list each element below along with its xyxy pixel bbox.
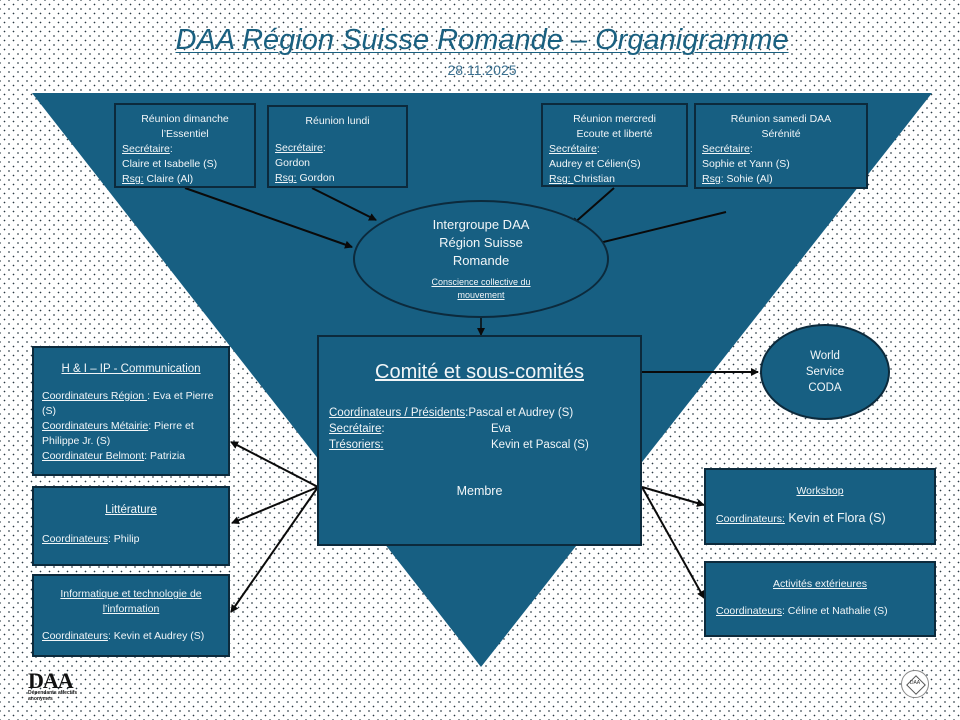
rsg-value: : Sohie (Al) [720,173,773,185]
logo-subtitle-line2: anonymes [28,696,53,702]
subcommittee-entry: Coordinateurs: Céline et Nathalie (S) [714,604,926,619]
subcommittee-entry: Coordinateurs Métairie: Pierre et Philip… [42,419,220,449]
comite-row-secretaire: Secrétaire: Eva [329,421,630,437]
intergroupe-node[interactable]: Intergroupe DAA Région Suisse Romande Co… [353,200,609,318]
subcommittee-entry: Coordinateur Belmont: Patrizia [42,449,220,464]
meeting-box-dimanche[interactable]: Réunion dimanche l’Essentiel Secrétaire:… [114,103,256,188]
comite-membre: Membre [456,484,503,498]
comite-row-coordinateurs: Coordinateurs / Présidents : Pascal et A… [329,405,630,421]
subcommittee-informatique[interactable]: Informatique et technologie de l’informa… [32,574,230,657]
comite-title: Comité et sous-comités [375,361,584,383]
secretaire-value: Claire et Isabelle (S) [122,158,218,170]
subcommittee-hi-ip-communication[interactable]: H & I – IP - Communication Coordinateurs… [32,346,230,476]
intergroupe-line2: Région Suisse [439,235,523,250]
meeting-box-lundi[interactable]: Réunion lundi Secrétaire: Gordon Rsg: Go… [267,105,408,188]
intergroupe-line1: Intergroupe DAA [432,217,530,232]
subcommittee-entry: Coordinateurs: Kevin et Audrey (S) [42,629,220,644]
secretaire-label: Secrétaire [275,142,323,154]
world-service-line3: CODA [808,382,842,394]
secretaire-label: Secrétaire [702,143,750,155]
subcommittee-title: Informatique et technologie de l’informa… [60,588,202,615]
comite-row-label: Secrétaire [329,423,382,435]
comite-box[interactable]: Comité et sous-comités Coordinateurs / P… [317,335,642,546]
comite-row-sep: : [381,423,385,435]
meeting-title: Réunion mercredi [573,113,656,125]
world-service-node[interactable]: World Service CODA [760,324,890,420]
entry-value: : Kevin et Audrey (S) [107,630,205,642]
meeting-subtitle: Sérénité [761,128,801,140]
entry-label: Coordinateurs [42,630,108,642]
world-service-line2: Service [805,366,845,378]
subcommittee-workshop[interactable]: Workshop Coordinateurs: Kevin et Flora (… [704,468,936,545]
comite-row-sep: : [465,407,469,419]
subcommittee-title: H & I – IP - Communication [61,363,201,375]
entry-label: Coordinateurs Métairie [42,420,149,432]
entry-label: Coordinateurs [716,605,782,617]
arrow-mercredi-to-intergroupe [571,187,615,226]
meeting-title: Réunion dimanche [141,113,229,125]
arrow-comite-to-informatique [230,486,319,613]
subcommittee-title: Workshop [796,485,844,497]
rsg-label: Rsg: [549,173,574,185]
entry-value: : Patrizia [144,450,185,462]
entry-value: : Philip [107,533,140,545]
comite-row-label: Trésoriers: [329,439,384,451]
meeting-subtitle: l’Essentiel [161,128,209,140]
secretaire-value: Sophie et Yann (S) [702,158,790,170]
meeting-box-samedi[interactable]: Réunion samedi DAA Sérénité Secrétaire : … [694,103,868,189]
page-title: DAA Région Suisse Romande – Organigramme [175,24,789,56]
rsg-label: Rsg [702,173,721,185]
secretaire-label: Secrétaire [122,143,170,155]
rsg-label: Rsg: [122,173,144,185]
rsg-value: Claire (Al) [143,173,194,185]
secretaire-value: Gordon [275,157,311,169]
arrow-comite-to-workshop [641,486,705,507]
subcommittee-entry: Coordinateurs Région : Eva et Pierre (S) [42,389,220,419]
meeting-box-mercredi[interactable]: Réunion mercredi Ecoute et liberté Secré… [541,103,688,187]
intergroupe-subtitle-line1: Conscience collective du [431,277,531,287]
seal-icon: DAA [901,670,929,698]
logo-subtitle-line1: Dépendants affectifs [28,690,78,696]
rsg-value: Gordon [296,172,335,184]
entry-label: Coordinateurs: [716,513,785,525]
page-date: 28.11.2025 [447,62,517,78]
arrow-lundi-to-intergroupe [311,187,377,221]
world-service-line1: World [810,350,840,362]
comite-row-value: Eva [491,423,511,435]
meeting-title: Réunion samedi DAA [730,113,832,125]
subcommittee-title: Littérature [105,504,157,516]
arrow-dimanche-to-intergroupe [184,187,353,249]
entry-value: Kevin et Flora (S) [784,511,886,525]
rsg-label: Rsg: [275,172,297,184]
intergroupe-subtitle-line2: mouvement [457,290,505,300]
comite-row-tresoriers: Trésoriers: Kevin et Pascal (S) [329,437,630,453]
secretaire-value: Audrey et Célien(S) [549,158,641,170]
arrow-comite-to-litterature [231,486,319,524]
daa-logo-subtitle: Dépendants affectifs anonymes [28,690,77,702]
intergroupe-line3: Romande [452,253,510,268]
arrow-comite-to-activites [641,486,705,599]
meeting-title: Réunion lundi [305,115,370,127]
daa-logo: DAA [28,668,74,693]
entry-value: : Pierre et Philippe Jr. (S) [42,420,194,447]
rsg-value: Christian [573,173,615,185]
subcommittee-entry: Coordinateurs: Kevin et Flora (S) [714,511,926,527]
meeting-subtitle: Ecoute et liberté [576,128,653,140]
entry-value: : Céline et Nathalie (S) [781,605,888,617]
subcommittee-title: Activités extérieures [773,578,867,590]
entry-label: Coordinateur Belmont [42,450,145,462]
arrow-comite-to-hi-ip [230,441,319,488]
arrow-samedi-to-intergroupe [586,211,727,249]
subcommittee-activites-exterieures[interactable]: Activités extérieures Coordinateurs: Cél… [704,561,936,637]
subcommittee-entry: Coordinateurs: Philip [42,532,220,547]
seal-text: DAA [909,680,921,686]
entry-label: Coordinateurs [42,533,108,545]
comite-row-value: Kevin et Pascal (S) [491,439,589,451]
entry-value: : Eva et Pierre (S) [42,390,214,417]
entry-label: Coordinateurs Région [42,390,148,402]
subcommittee-litterature[interactable]: Littérature Coordinateurs: Philip [32,486,230,566]
comite-row-value: Pascal et Audrey (S) [468,407,574,419]
comite-row-label: Coordinateurs / Présidents [329,407,466,419]
secretaire-label: Secrétaire [549,143,597,155]
